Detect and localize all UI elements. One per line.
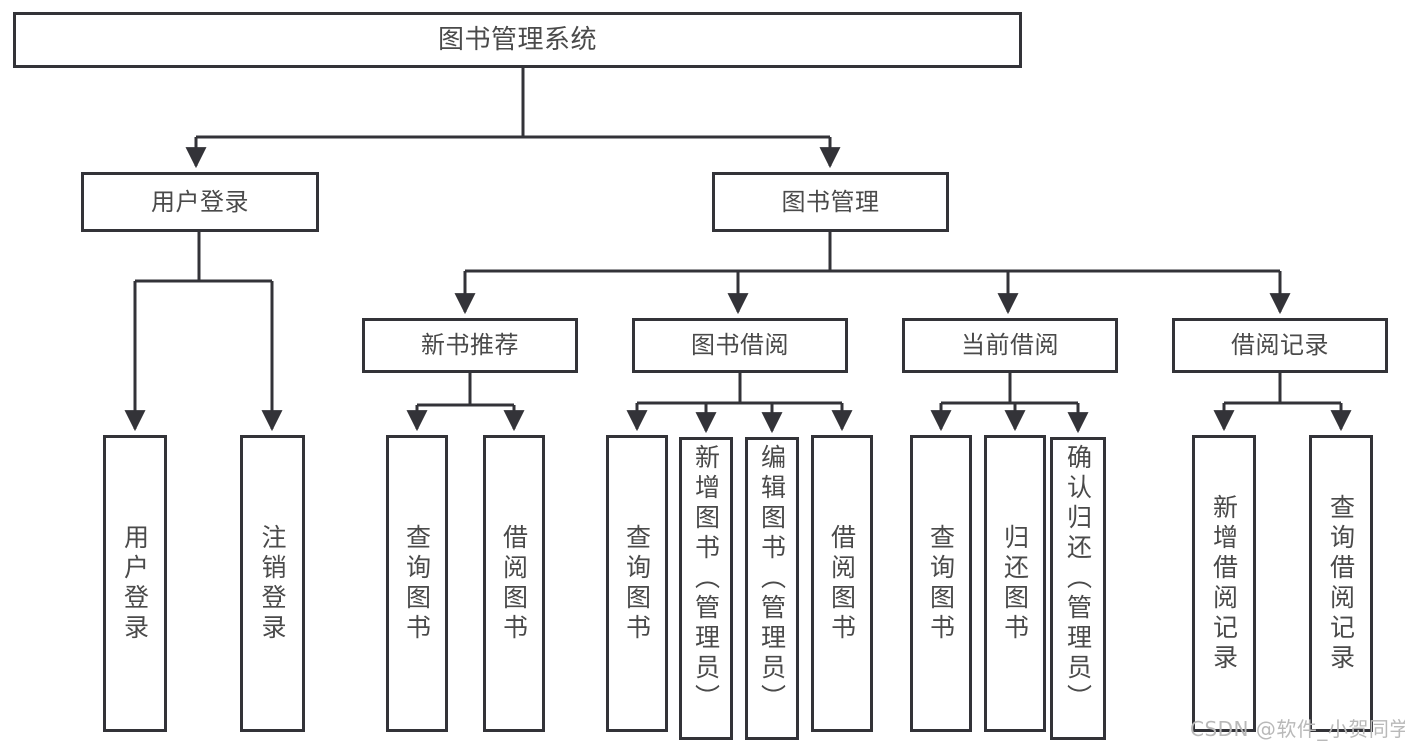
node-leaf-confirm-return[interactable]: 确认归还（管理员）	[1050, 437, 1106, 740]
node-leaf-query-book-2[interactable]: 查询图书	[606, 435, 668, 732]
csdn-watermark: CSDN @软件_小贺同学	[1190, 717, 1405, 741]
node-current-borrow[interactable]: 当前借阅	[902, 318, 1118, 373]
node-leaf-query-book-1-label: 查询图书	[402, 523, 432, 644]
node-new-book-rec[interactable]: 新书推荐	[362, 318, 578, 373]
node-book-borrow[interactable]: 图书借阅	[632, 318, 848, 373]
node-borrow-record-label: 借阅记录	[1231, 331, 1329, 360]
node-leaf-borrow-book-1-label: 借阅图书	[499, 523, 529, 644]
node-leaf-logout-label: 注销登录	[258, 523, 287, 644]
node-borrow-record[interactable]: 借阅记录	[1172, 318, 1388, 373]
node-leaf-edit-book-label: 编辑图书（管理员）	[757, 444, 787, 714]
node-leaf-query-book-2-label: 查询图书	[622, 523, 652, 644]
node-leaf-logout[interactable]: 注销登录	[240, 435, 305, 732]
node-leaf-borrow-book-2[interactable]: 借阅图书	[811, 435, 873, 732]
node-root-label: 图书管理系统	[437, 24, 597, 55]
node-leaf-query-record[interactable]: 查询借阅记录	[1309, 435, 1373, 732]
node-book-manage-label: 图书管理	[781, 187, 880, 216]
node-leaf-query-book-1[interactable]: 查询图书	[386, 435, 448, 732]
node-leaf-user-login[interactable]: 用户登录	[103, 435, 167, 732]
node-leaf-borrow-book-1[interactable]: 借阅图书	[483, 435, 545, 732]
node-leaf-edit-book[interactable]: 编辑图书（管理员）	[745, 437, 799, 740]
node-book-borrow-label: 图书借阅	[691, 331, 789, 360]
node-leaf-query-book-3[interactable]: 查询图书	[910, 435, 972, 732]
node-leaf-user-login-label: 用户登录	[120, 523, 150, 644]
node-user-login-label: 用户登录	[151, 187, 249, 216]
node-root[interactable]: 图书管理系统	[13, 12, 1022, 68]
node-new-book-rec-label: 新书推荐	[421, 331, 519, 360]
node-leaf-query-record-label: 查询借阅记录	[1326, 493, 1356, 674]
node-user-login[interactable]: 用户登录	[81, 172, 319, 232]
node-leaf-borrow-book-2-label: 借阅图书	[827, 523, 857, 644]
node-leaf-query-book-3-label: 查询图书	[926, 523, 956, 644]
node-leaf-add-record[interactable]: 新增借阅记录	[1192, 435, 1256, 732]
node-leaf-add-record-label: 新增借阅记录	[1209, 493, 1239, 674]
node-leaf-add-book-label: 新增图书（管理员）	[691, 444, 721, 714]
node-leaf-return-book-label: 归还图书	[1000, 523, 1030, 644]
node-leaf-return-book[interactable]: 归还图书	[984, 435, 1046, 732]
node-current-borrow-label: 当前借阅	[961, 331, 1059, 360]
node-leaf-confirm-return-label: 确认归还（管理员）	[1063, 444, 1093, 714]
node-book-manage[interactable]: 图书管理	[712, 172, 949, 232]
node-leaf-add-book[interactable]: 新增图书（管理员）	[679, 437, 733, 740]
